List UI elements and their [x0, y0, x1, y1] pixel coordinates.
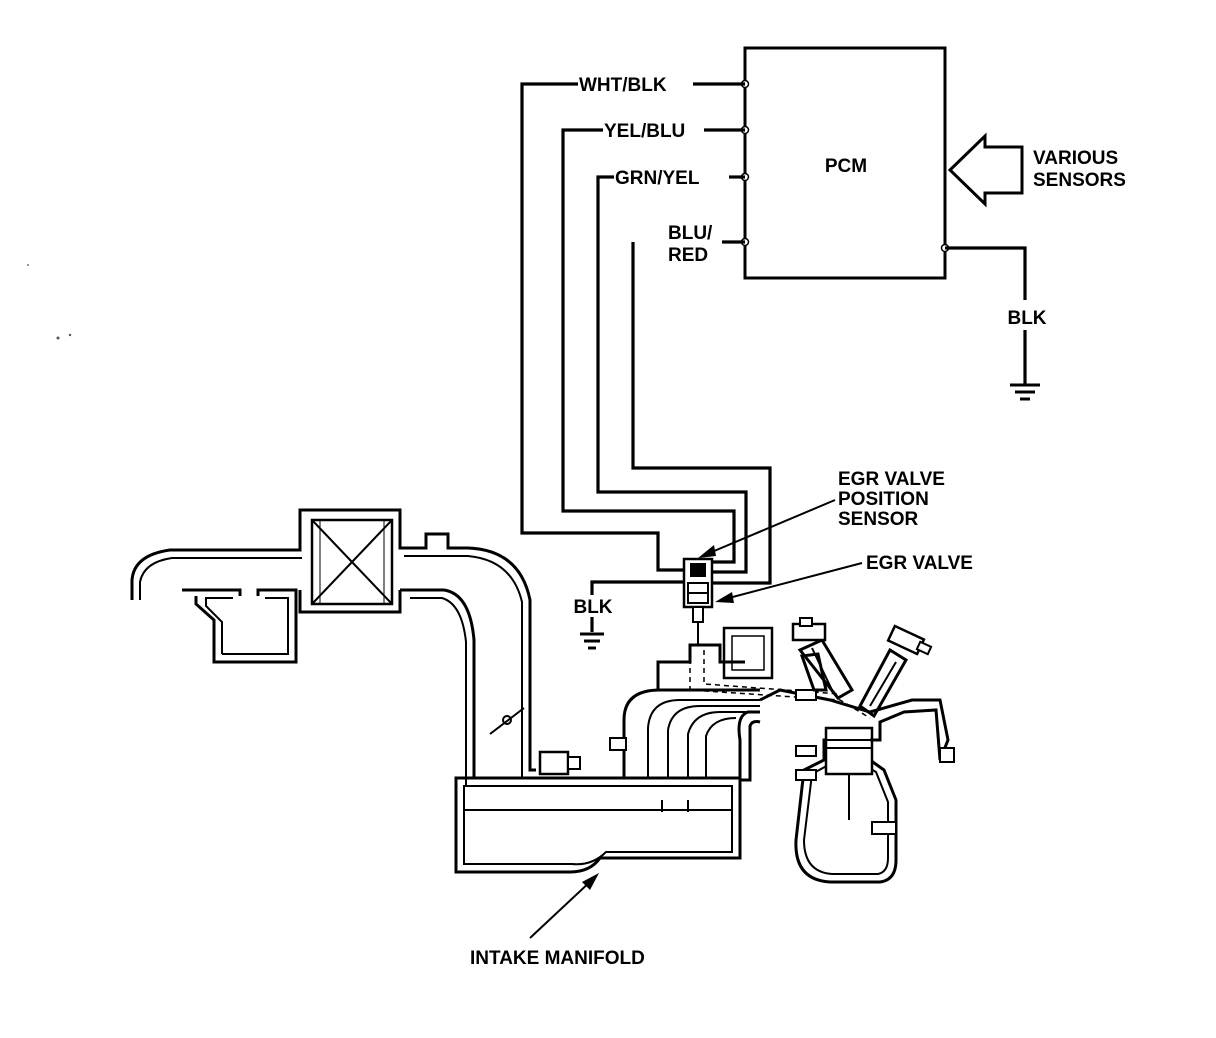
pcm-label: PCM — [825, 156, 867, 177]
wire-wht-blk-label: WHT/BLK — [579, 75, 667, 96]
egr-valve-callout — [715, 562, 863, 603]
wire-grn-yel-label: GRN/YEL — [615, 168, 700, 189]
egr-ground-wire-label: BLK — [573, 597, 612, 618]
engine — [737, 617, 955, 884]
pcm-module: PCM — [740, 46, 950, 280]
intake-manifold-label: INTAKE MANIFOLD — [470, 948, 645, 969]
pcm-ground-wire-label: BLK — [1007, 308, 1046, 329]
pcm-ground-wire — [945, 246, 1027, 384]
intake-duct — [400, 532, 581, 848]
wire-blu-red-label-1: BLU/ — [668, 223, 713, 244]
wire-blu-red — [631, 240, 772, 585]
wire-wht-blk — [520, 82, 745, 572]
scan-speck — [27, 264, 29, 266]
various-sensors-label-1: VARIOUS — [1033, 148, 1118, 169]
scan-speck — [68, 333, 72, 337]
egr-valve-assembly — [682, 557, 714, 645]
pcm-ground-icon — [1010, 383, 1040, 401]
wire-yel-blu — [561, 128, 745, 564]
egr-sensor-label-2: POSITION — [838, 489, 929, 510]
various-sensors-label-2: SENSORS — [1033, 170, 1126, 191]
egr-valve-label: EGR VALVE — [866, 553, 973, 574]
egr-ground-wire — [590, 580, 684, 632]
egr-sensor-callout — [698, 499, 836, 558]
egr-ground-icon — [580, 632, 604, 650]
egr-sensor-label-3: SENSOR — [838, 509, 919, 530]
wire-yel-blu-label: YEL/BLU — [604, 121, 685, 142]
egr-sensor-label-1: EGR VALVE — [838, 469, 945, 490]
scan-speck — [56, 336, 60, 340]
wire-blu-red-label-2: RED — [668, 245, 708, 266]
intake-manifold-callout — [529, 873, 599, 939]
wire-grn-yel — [596, 175, 748, 574]
air-cleaner — [130, 508, 430, 664]
input-arrow-icon — [947, 132, 1024, 208]
